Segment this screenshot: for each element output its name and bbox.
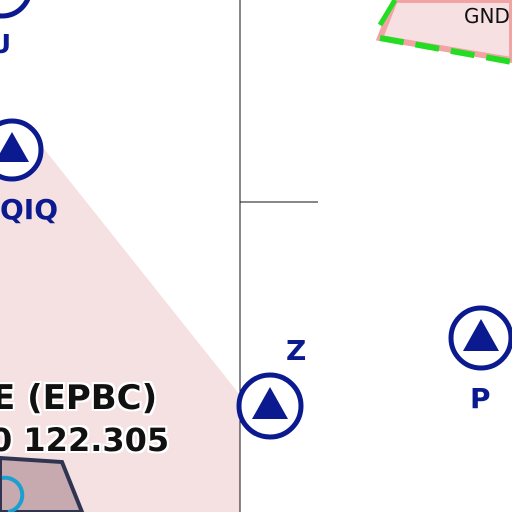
airport-frequency: 0 122.305 — [0, 421, 170, 459]
navaid-triangle-icon[interactable] — [0, 0, 31, 19]
airspace-sector — [0, 120, 240, 512]
gnd-green-dash — [379, 35, 512, 65]
navaid-triangle-icon[interactable] — [448, 305, 512, 371]
gnd-area — [375, 0, 512, 64]
gnd-green-dash-top — [377, 0, 398, 27]
navaid-label-z: Z — [286, 334, 307, 367]
navaid-label-p: P — [470, 382, 491, 415]
navaid-label-qiq: QIQ — [0, 193, 59, 226]
navaid-triangle-icon[interactable] — [0, 118, 44, 182]
airport-accent — [1, 475, 25, 512]
navaid-label-u: U — [0, 30, 12, 60]
navaid-triangle-icon[interactable] — [236, 372, 304, 440]
area-label-gnd: GND — [464, 4, 510, 28]
airport-name: E (EPBC) — [0, 378, 158, 418]
